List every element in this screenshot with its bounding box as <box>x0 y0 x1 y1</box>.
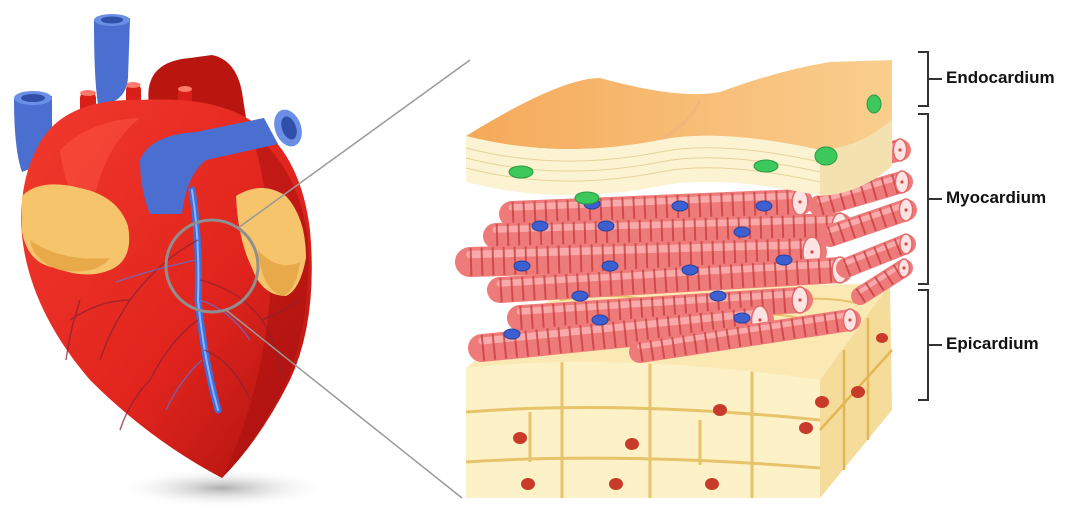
epicardium-nucleus <box>705 478 719 490</box>
aorta-branch-top <box>80 90 96 96</box>
aorta-trunk <box>94 18 130 104</box>
epicardium-nucleus <box>513 432 527 444</box>
muscle-nucleus <box>776 255 792 265</box>
muscle-nucleus <box>504 329 520 339</box>
endocardium-slab <box>466 60 892 204</box>
muscle-nucleus <box>672 201 688 211</box>
muscle-nucleus <box>572 291 588 301</box>
epicardium-front <box>466 362 820 498</box>
epicardium-nucleus <box>851 386 865 398</box>
muscle-nucleus <box>598 221 614 231</box>
endocardium-nucleus <box>815 147 837 165</box>
aorta-trunk-inner <box>101 17 123 24</box>
endocardium-nucleus <box>754 160 778 172</box>
muscle-nucleus <box>592 315 608 325</box>
endocardium-label: Endocardium <box>946 68 1055 88</box>
epicardium-nucleus <box>876 333 888 343</box>
layer-brackets <box>918 52 942 400</box>
aorta-branch-top <box>126 82 141 88</box>
epicardium-bracket <box>918 290 942 400</box>
vena-cava-opening-inner <box>21 94 45 102</box>
muscle-nucleus <box>734 227 750 237</box>
epicardium-nucleus <box>521 478 535 490</box>
epicardium-label: Epicardium <box>946 334 1039 354</box>
muscle-nucleus <box>602 261 618 271</box>
endocardium-nucleus <box>575 192 599 204</box>
epicardium-nucleus <box>815 396 829 408</box>
epicardium-nucleus <box>713 404 727 416</box>
endocardium-top <box>466 60 892 150</box>
muscle-nucleus <box>682 265 698 275</box>
muscle-nucleus <box>710 291 726 301</box>
endocardium-bracket <box>918 52 942 106</box>
myocardium-label: Myocardium <box>946 188 1046 208</box>
endocardium-nucleus <box>867 95 881 113</box>
muscle-nucleus <box>756 201 772 211</box>
heart-wall-tissue-block <box>466 60 913 498</box>
myocardium-bracket <box>918 114 942 284</box>
epicardium-nucleus <box>625 438 639 450</box>
epicardium-nucleus <box>799 422 813 434</box>
muscle-nucleus <box>514 261 530 271</box>
muscle-nucleus <box>532 221 548 231</box>
endocardium-nucleus <box>509 166 533 178</box>
muscle-nucleus <box>734 313 750 323</box>
heart-illustration <box>14 14 330 508</box>
epicardium-nucleus <box>609 478 623 490</box>
aorta-branch-top <box>178 86 192 92</box>
